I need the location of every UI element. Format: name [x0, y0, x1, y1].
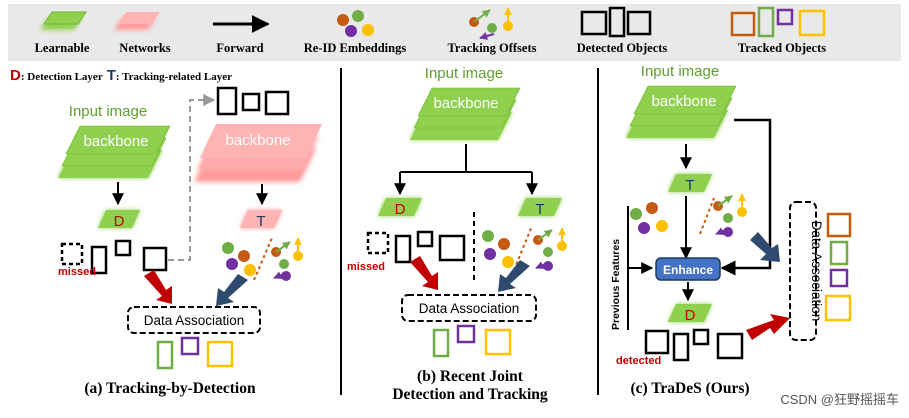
panel-c-input-image: Input image: [641, 63, 719, 80]
svg-text:backbone: backbone: [225, 132, 290, 149]
panel-a-dashed-path: [168, 94, 216, 261]
panel-a: Input image backbone D missed: [58, 86, 322, 397]
legend-tracked-boxes: [730, 6, 826, 38]
svg-text:backbone: backbone: [433, 95, 498, 112]
panel-c-enhance-box: [655, 257, 721, 281]
panel-c-caption: (c) TraDeS (Ours): [630, 380, 749, 397]
panel-a-d-layer: D: [98, 210, 140, 230]
panel-b-reid-offsets: [482, 225, 567, 271]
panel-a-blue-arrow: [216, 274, 248, 306]
legend-offsets-label: Tracking Offsets: [448, 41, 537, 55]
panel-c-tracked-boxes: [824, 212, 852, 322]
panel-b-blue-arrow: [498, 260, 530, 292]
panel-b-tracked-boxes: [432, 324, 512, 358]
panel-c-reid-offsets: [630, 193, 747, 237]
legend-reid-dots: [337, 10, 374, 37]
legend-detected-boxes: [580, 6, 652, 38]
panel-b-detections: [366, 230, 466, 264]
panel-c-detections: [644, 328, 744, 362]
watermark: CSDN @狂野摇摇车: [780, 392, 899, 407]
panel-a-backbone: backbone: [58, 125, 171, 178]
legend-reid-label: Re-ID Embeddings: [304, 41, 407, 55]
panel-a-detections: [60, 239, 168, 275]
panel-a-caption: (a) Tracking-by-Detection: [84, 380, 256, 397]
legend-learnable-swatch: [40, 11, 87, 30]
panel-b-red-arrow: [410, 256, 438, 290]
svg-text:T: T: [256, 213, 265, 230]
legend-detected-label: Detected Objects: [577, 41, 668, 55]
legend-forward-label: Forward: [216, 41, 263, 55]
panel-c-data-association-box: [789, 201, 817, 341]
panel-a-reid-offsets: [222, 237, 303, 281]
panel-c-skip-path: [720, 118, 772, 276]
panel-a-tracked-boxes: [156, 336, 234, 370]
panel-a-data-association: Data Association: [144, 313, 245, 328]
panel-b-caption-line1: (b) Recent Joint: [417, 368, 524, 385]
panel-a-pink-backbone: backbone: [194, 124, 322, 182]
panel-c-blue-arrow: [750, 232, 780, 262]
svg-text:T: T: [535, 201, 544, 218]
panel-c-red-arrow: [746, 314, 790, 340]
panel-b-data-association-box: [401, 294, 537, 322]
panel-b-caption-line2: Detection and Tracking: [392, 386, 548, 403]
svg-text:backbone: backbone: [651, 93, 716, 110]
panel-b-d-layer: D: [378, 198, 422, 218]
legend-networks-swatch: [114, 12, 160, 30]
panel-b: Input image backbone D T miss: [347, 65, 567, 403]
panel-c-previous-features: Previous Features: [610, 239, 622, 330]
panel-a-red-arrow: [144, 270, 172, 304]
panel-c-backbone: backbone: [626, 85, 737, 138]
panel-c-data-association: Data Association: [809, 221, 824, 322]
panel-c-detected: detected: [616, 355, 661, 367]
panel-a-input-image: Input image: [69, 103, 147, 120]
legend-tracked-label: Tracked Objects: [738, 41, 826, 55]
panel-b-t-layer: T: [518, 198, 562, 218]
legend-networks-label: Networks: [119, 41, 171, 55]
panel-c-d-layer: D: [668, 304, 712, 324]
legend-learnable-label: Learnable: [35, 41, 90, 55]
svg-text:D: D: [114, 213, 125, 230]
panel-c-enhance: Enhance: [663, 263, 713, 277]
panel-b-data-association: Data Association: [419, 301, 520, 316]
panel-a-data-association-box: [127, 306, 261, 334]
svg-text:D: D: [685, 307, 696, 324]
panel-a-t-layer: T: [240, 210, 282, 230]
svg-text:D: D: [395, 201, 406, 218]
legend-offsets-arrows: [469, 7, 513, 40]
svg-text:backbone: backbone: [83, 133, 148, 150]
panel-b-input-image: Input image: [425, 65, 503, 82]
panel-b-backbone: backbone: [410, 87, 521, 140]
panel-c-t-layer: T: [668, 174, 712, 194]
panel-c: Input image backbone T: [610, 63, 852, 397]
svg-text:T: T: [685, 177, 694, 194]
panel-a-prev-boxes: [216, 86, 290, 116]
panel-a-missed: missed: [58, 266, 96, 278]
panel-b-missed: missed: [347, 261, 385, 273]
